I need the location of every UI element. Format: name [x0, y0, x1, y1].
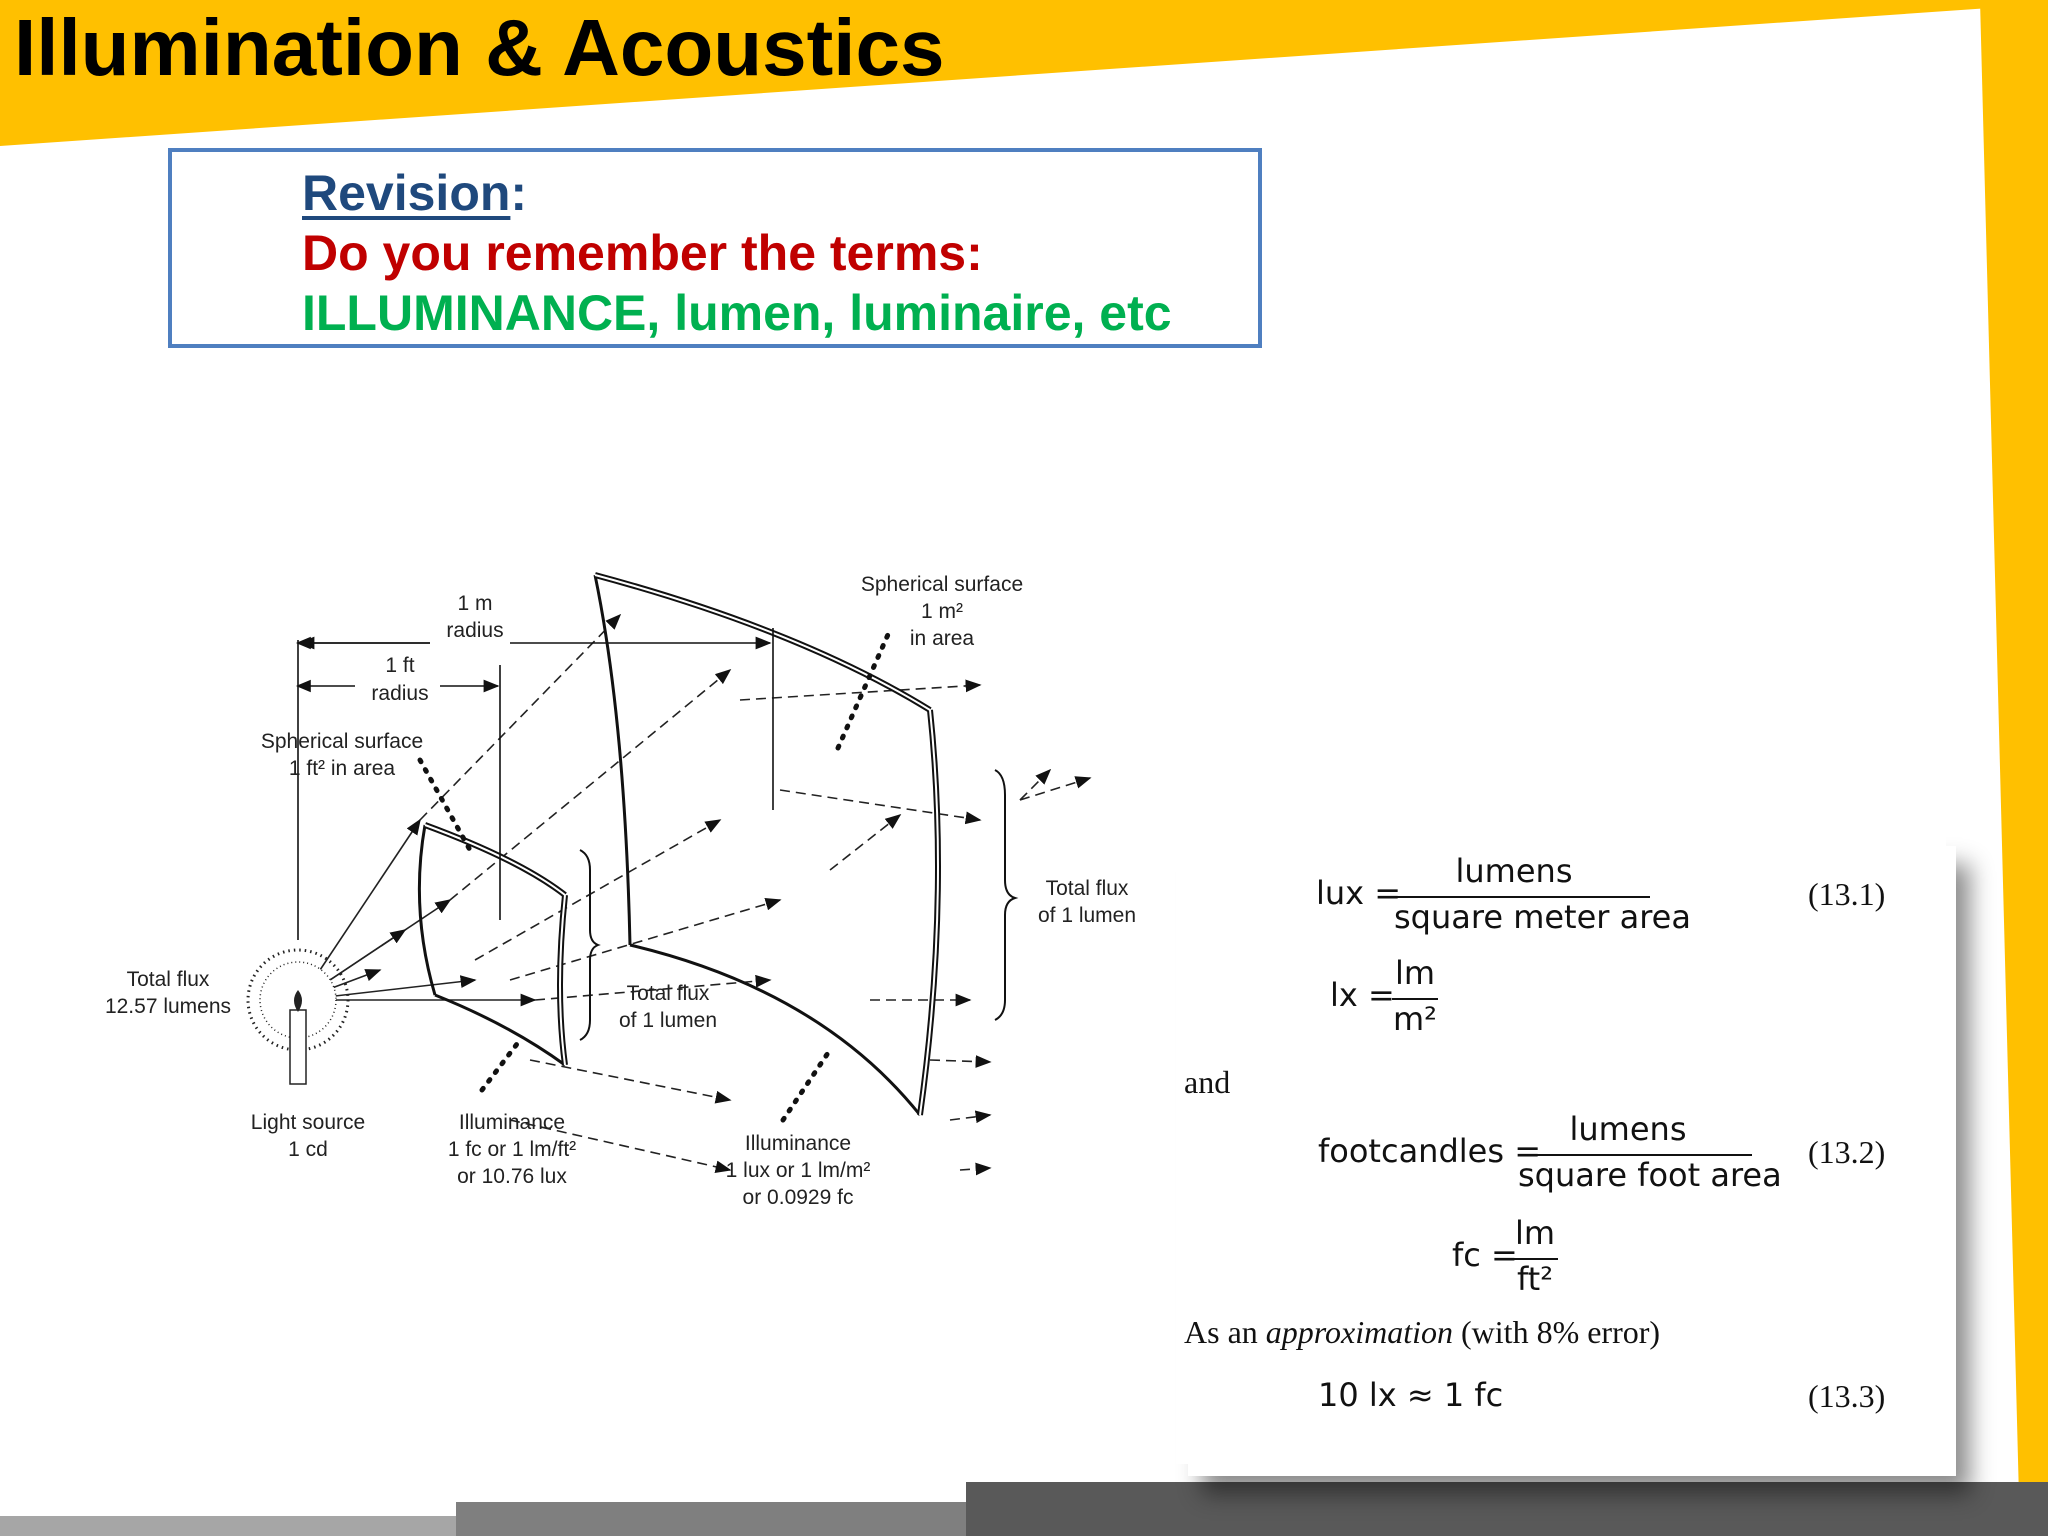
label-1m: 1 m	[457, 592, 492, 615]
label-total-flux-right-1: Total flux	[1046, 877, 1129, 900]
label-light-source-1: Light source	[251, 1111, 365, 1134]
label-illum-m-1: Illuminance	[745, 1132, 851, 1155]
candle-icon	[246, 948, 350, 1085]
eq2-denominator: square foot area	[1518, 1156, 1782, 1194]
footer-bar-light	[0, 1516, 470, 1536]
eq2-lhs: footcandles =	[1318, 1132, 1541, 1170]
label-illum-m-2: 1 lux or 1 lm/m²	[726, 1159, 871, 1182]
eq1b-denominator: m²	[1393, 1000, 1437, 1038]
eq1-numerator: lumens	[1455, 852, 1573, 890]
label-sph-m-2: 1 m²	[921, 600, 963, 623]
approx-prefix: As an	[1184, 1314, 1266, 1350]
eq2-number: (13.2)	[1808, 1134, 1886, 1170]
label-illum-m-3: or 0.0929 fc	[743, 1186, 854, 1209]
label-total-flux-mid-1: Total flux	[627, 982, 710, 1005]
approx-suffix: (with 8% error)	[1453, 1314, 1661, 1350]
eq2-numerator: lumens	[1569, 1110, 1687, 1148]
footer-bar-dark	[966, 1482, 2048, 1536]
revision-question: Do you remember the terms:	[302, 225, 983, 281]
label-1ft: 1 ft	[385, 654, 414, 677]
eq1-number: (13.1)	[1808, 876, 1886, 912]
revision-heading-word: Revision	[302, 165, 511, 221]
label-sph-m-1: Spherical surface	[861, 573, 1023, 596]
revision-box: Revision: Do you remember the terms: ILL…	[168, 148, 1262, 348]
approximation-text: As an approximation (with 8% error)	[1184, 1314, 1660, 1351]
surface-ft	[417, 822, 568, 1067]
equations-panel: lux = lumens square meter area (13.1) lx…	[1176, 836, 1946, 1464]
revision-heading: Revision:	[302, 164, 527, 222]
approx-italic: approximation	[1265, 1314, 1454, 1350]
eq2b-lhs: fc =	[1452, 1236, 1518, 1274]
eq2-fraction-bar	[1518, 1154, 1752, 1156]
eq3-number: (13.3)	[1808, 1378, 1886, 1414]
and-text: and	[1184, 1064, 1231, 1100]
eq1b-numerator: lm	[1394, 954, 1436, 992]
label-total-flux-left-1: Total flux	[127, 968, 210, 991]
label-1m-radius: radius	[446, 619, 503, 642]
label-sph-ft-1: Spherical surface	[261, 730, 423, 753]
right-accent-band	[1980, 0, 2048, 1536]
title-banner	[0, 0, 2048, 146]
eq1-lhs: lux =	[1316, 874, 1402, 912]
label-total-flux-left-2: 12.57 lumens	[105, 995, 231, 1018]
eq2b-numerator: lm	[1514, 1214, 1556, 1252]
label-illum-ft-1: Illuminance	[459, 1111, 565, 1134]
label-sph-m-3: in area	[910, 627, 975, 650]
label-illum-ft-2: 1 fc or 1 lm/ft²	[448, 1138, 576, 1161]
slide-title: Illumination & Acoustics	[14, 3, 945, 92]
eq1-fraction-bar	[1392, 896, 1650, 898]
eq2b-fraction-bar	[1512, 1258, 1558, 1260]
label-sph-ft-2: 1 ft² in area	[289, 757, 396, 780]
leader-dots	[417, 627, 893, 1123]
eq1-denominator: square meter area	[1394, 898, 1691, 936]
label-total-flux-mid-2: of 1 lumen	[619, 1009, 717, 1032]
surface-m	[593, 572, 941, 1116]
label-light-source-2: 1 cd	[288, 1138, 328, 1161]
revision-terms: ILLUMINANCE, lumen, luminaire, etc	[302, 285, 1172, 341]
label-1ft-radius: radius	[371, 682, 428, 705]
revision-heading-colon: :	[510, 165, 528, 221]
label-total-flux-right-2: of 1 lumen	[1038, 904, 1136, 927]
braces	[579, 769, 1019, 1041]
dimension-lines	[295, 628, 774, 940]
label-illum-ft-3: or 10.76 lux	[457, 1165, 567, 1188]
eq3-text: 10 lx ≈ 1 fc	[1318, 1376, 1504, 1414]
eq1b-lhs: lx =	[1330, 976, 1395, 1014]
eq2b-denominator: ft²	[1516, 1260, 1554, 1298]
illumination-diagram: 1 m radius 1 ft radius Spherical surface…	[105, 572, 1136, 1209]
footer-bar-mid	[456, 1502, 976, 1536]
eq1b-fraction-bar	[1392, 998, 1438, 1000]
